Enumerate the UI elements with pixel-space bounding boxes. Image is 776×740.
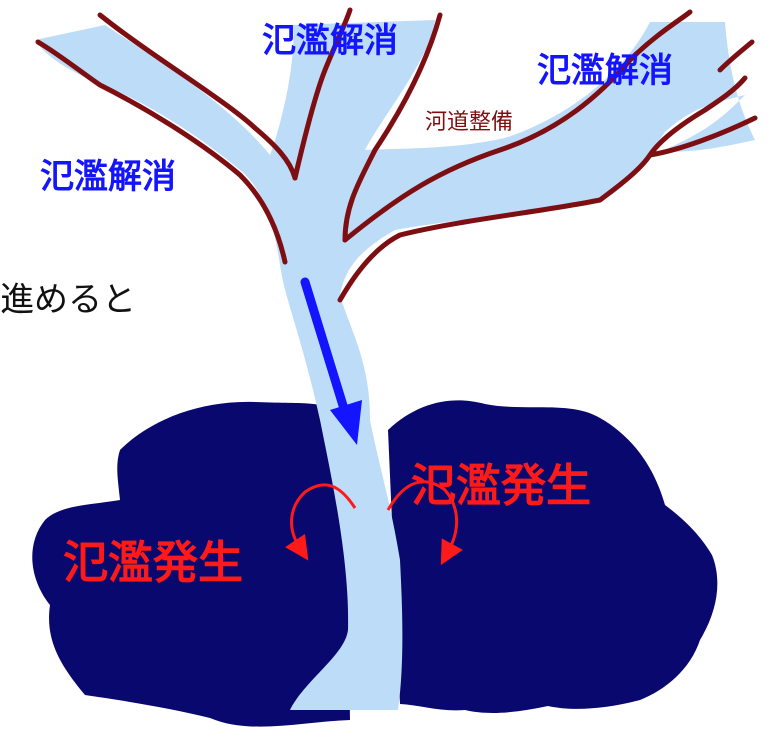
label-flood-occurs-left: 氾濫発生 [63, 536, 244, 589]
label-flood-resolved-right: 氾濫解消 [537, 51, 673, 91]
bank-right-branch-lower [337, 115, 758, 303]
curved-arrow-icon [386, 480, 463, 566]
curved-arrow-icon [285, 483, 357, 561]
label-flood-occurs-right: 氾濫発生 [411, 459, 592, 512]
bank-center-right [342, 12, 443, 243]
label-channel-improvement: 河道整備 [425, 110, 514, 135]
bank-right-branch-upper [342, 9, 693, 243]
river-banks [35, 7, 758, 303]
flood-area-right [388, 400, 718, 713]
partial-body-text: 進めると [0, 280, 136, 320]
down-arrow-icon [300, 277, 362, 445]
flood-area-left [32, 401, 351, 727]
bank-right-fork [647, 75, 748, 158]
river-channel [35, 20, 755, 710]
bank-upper-inner [292, 7, 353, 181]
bank-left-branch-outer [35, 39, 288, 265]
bank-right-fork-tip [717, 39, 755, 73]
label-flood-resolved-left: 氾濫解消 [40, 157, 176, 197]
label-flood-resolved-top: 氾濫解消 [262, 21, 398, 61]
bank-left-branch-inner [97, 12, 298, 181]
